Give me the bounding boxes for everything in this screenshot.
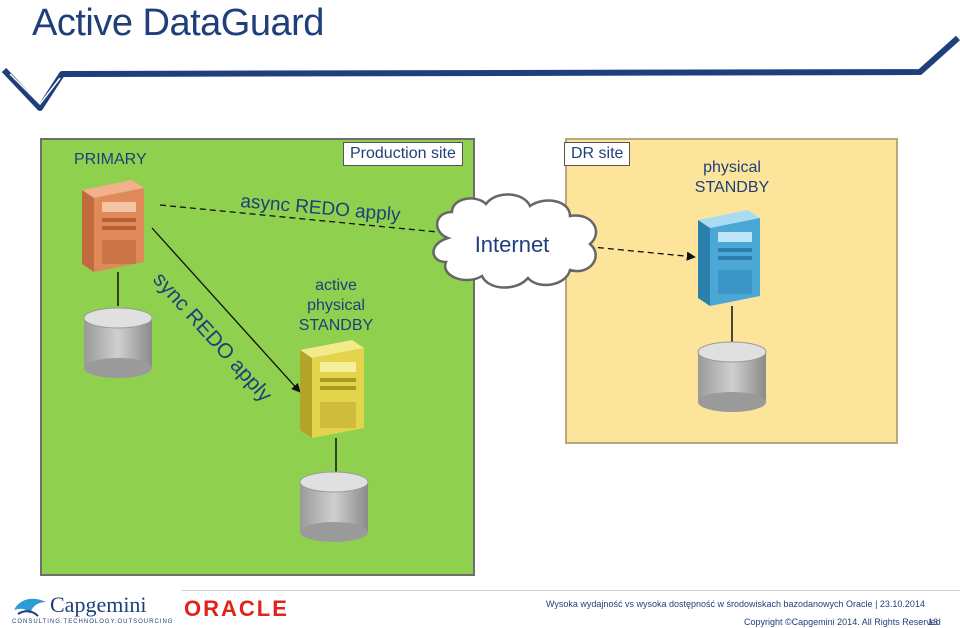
active-standby-line3: STANDBY [298,317,374,334]
capgemini-spade-icon [14,598,46,617]
sync-redo-line [151,227,301,393]
capgemini-wordmark: Capgemini [50,592,147,617]
footer-subtitle: Wysoka wydajność vs wysoka dostępność w … [546,599,925,609]
active-standby-line2: physical [307,297,365,314]
active-standby-label: active physical STANDBY [286,276,386,336]
primary-label: PRIMARY [74,151,147,168]
sync-redo-label: sync REDO apply [148,268,276,407]
footer-copyright: Copyright ©Capgemini 2014. All Rights Re… [744,617,941,627]
oracle-logo: ORACLE [184,596,289,621]
footer-divider [182,590,960,591]
server-icon [82,180,144,272]
physical-standby-line2: STANDBY [694,179,770,196]
header-swoosh [1,35,960,111]
slide-title: Active DataGuard [32,2,324,44]
page-number: 13 [928,617,939,627]
server-icon [698,210,760,306]
database-icon [697,341,767,412]
async-redo-line [159,204,696,261]
dr-site-label: DR site [564,142,631,166]
database-icon [299,471,369,542]
database-icon [83,307,153,378]
physical-standby-line1: physical [703,159,761,176]
production-site-label: Production site [343,142,463,166]
physical-standby-label: physical STANDBY [680,158,784,198]
active-standby-line1: active [315,277,357,294]
cloud-icon [432,193,598,289]
internet-label: Internet [475,232,550,257]
capgemini-tagline: CONSULTING.TECHNOLOGY.OUTSOURCING [12,619,174,625]
capgemini-logo: Capgemini CONSULTING.TECHNOLOGY.OUTSOURC… [12,592,172,626]
server-icon [300,340,364,438]
